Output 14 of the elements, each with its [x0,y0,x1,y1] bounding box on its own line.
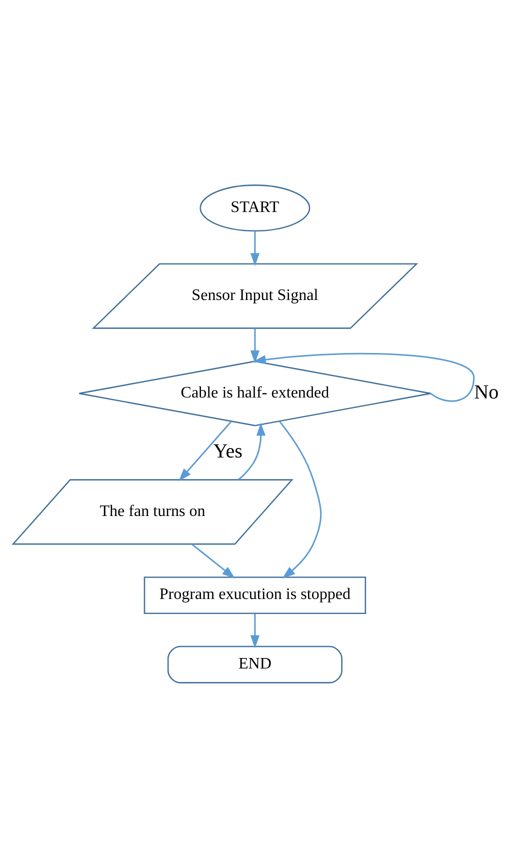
node-box: END [166,646,342,684]
edge-label: No [474,381,498,404]
arrow [178,420,232,482]
arrow [250,328,260,364]
arrow [250,231,260,266]
arrow [190,544,235,579]
arrow [252,352,474,402]
arrow [238,422,266,480]
node-ellipse: START [199,184,310,232]
node-box: Program exucution is stopped [143,576,366,614]
node-diamond: Cable is half- extended [78,360,431,426]
edge-label: Yes [212,440,242,463]
arrow [278,420,322,579]
arrow [250,614,260,648]
